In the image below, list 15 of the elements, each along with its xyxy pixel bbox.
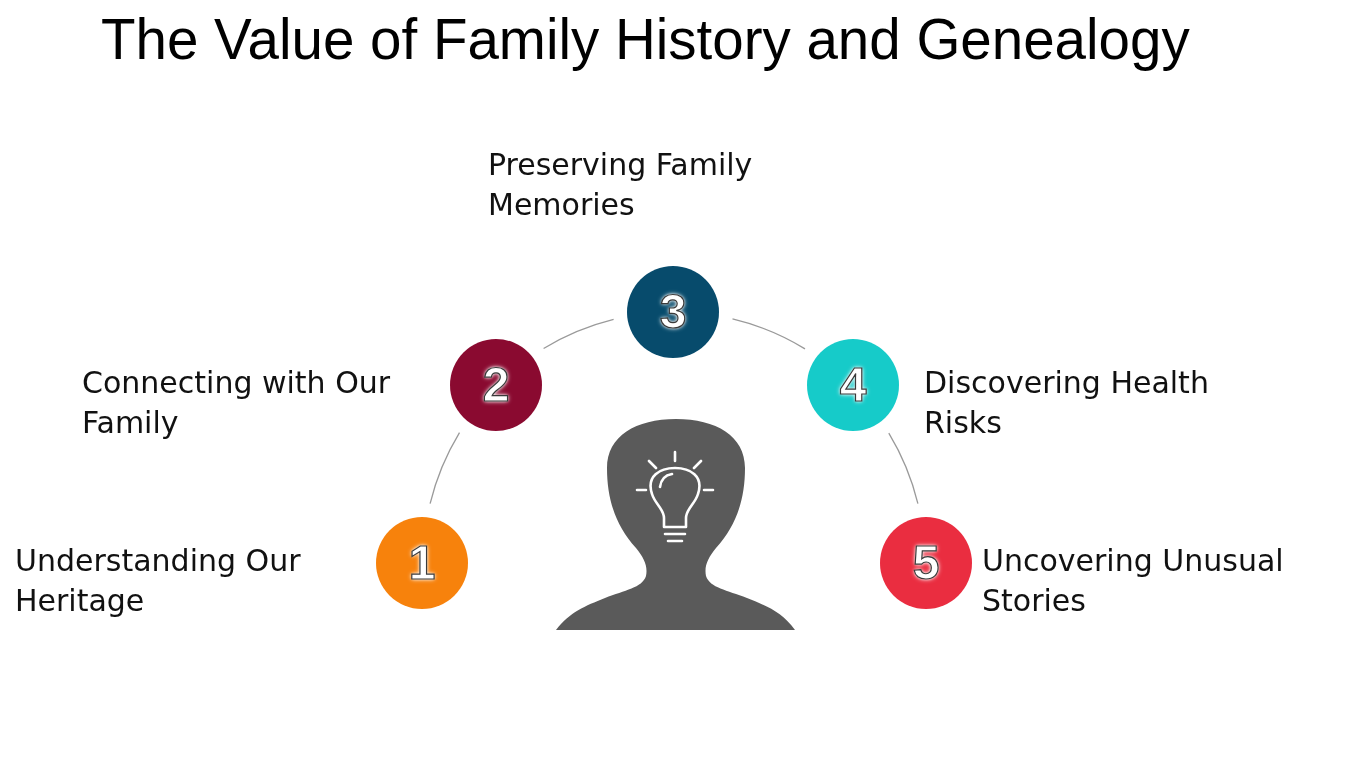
step-number: 4 [839,361,867,409]
connector-arc [429,431,461,505]
step-label: Connecting with Our Family [82,364,392,442]
step-label: Understanding Our Heritage [15,542,302,620]
step-number: 3 [659,288,687,336]
step-number: 5 [912,539,940,587]
step-label: Discovering Health Risks [924,364,1210,442]
connector-arc [542,318,615,350]
step-label: Uncovering Unusual Stories [982,542,1285,620]
step-label: Preserving Family Memories [488,146,754,224]
diagram-title: The Value of Family History and Genealogy [101,7,1190,73]
step-number: 1 [408,539,436,587]
step-number: 2 [482,361,510,409]
connector-arc [731,318,806,350]
connector-arc [888,432,919,505]
